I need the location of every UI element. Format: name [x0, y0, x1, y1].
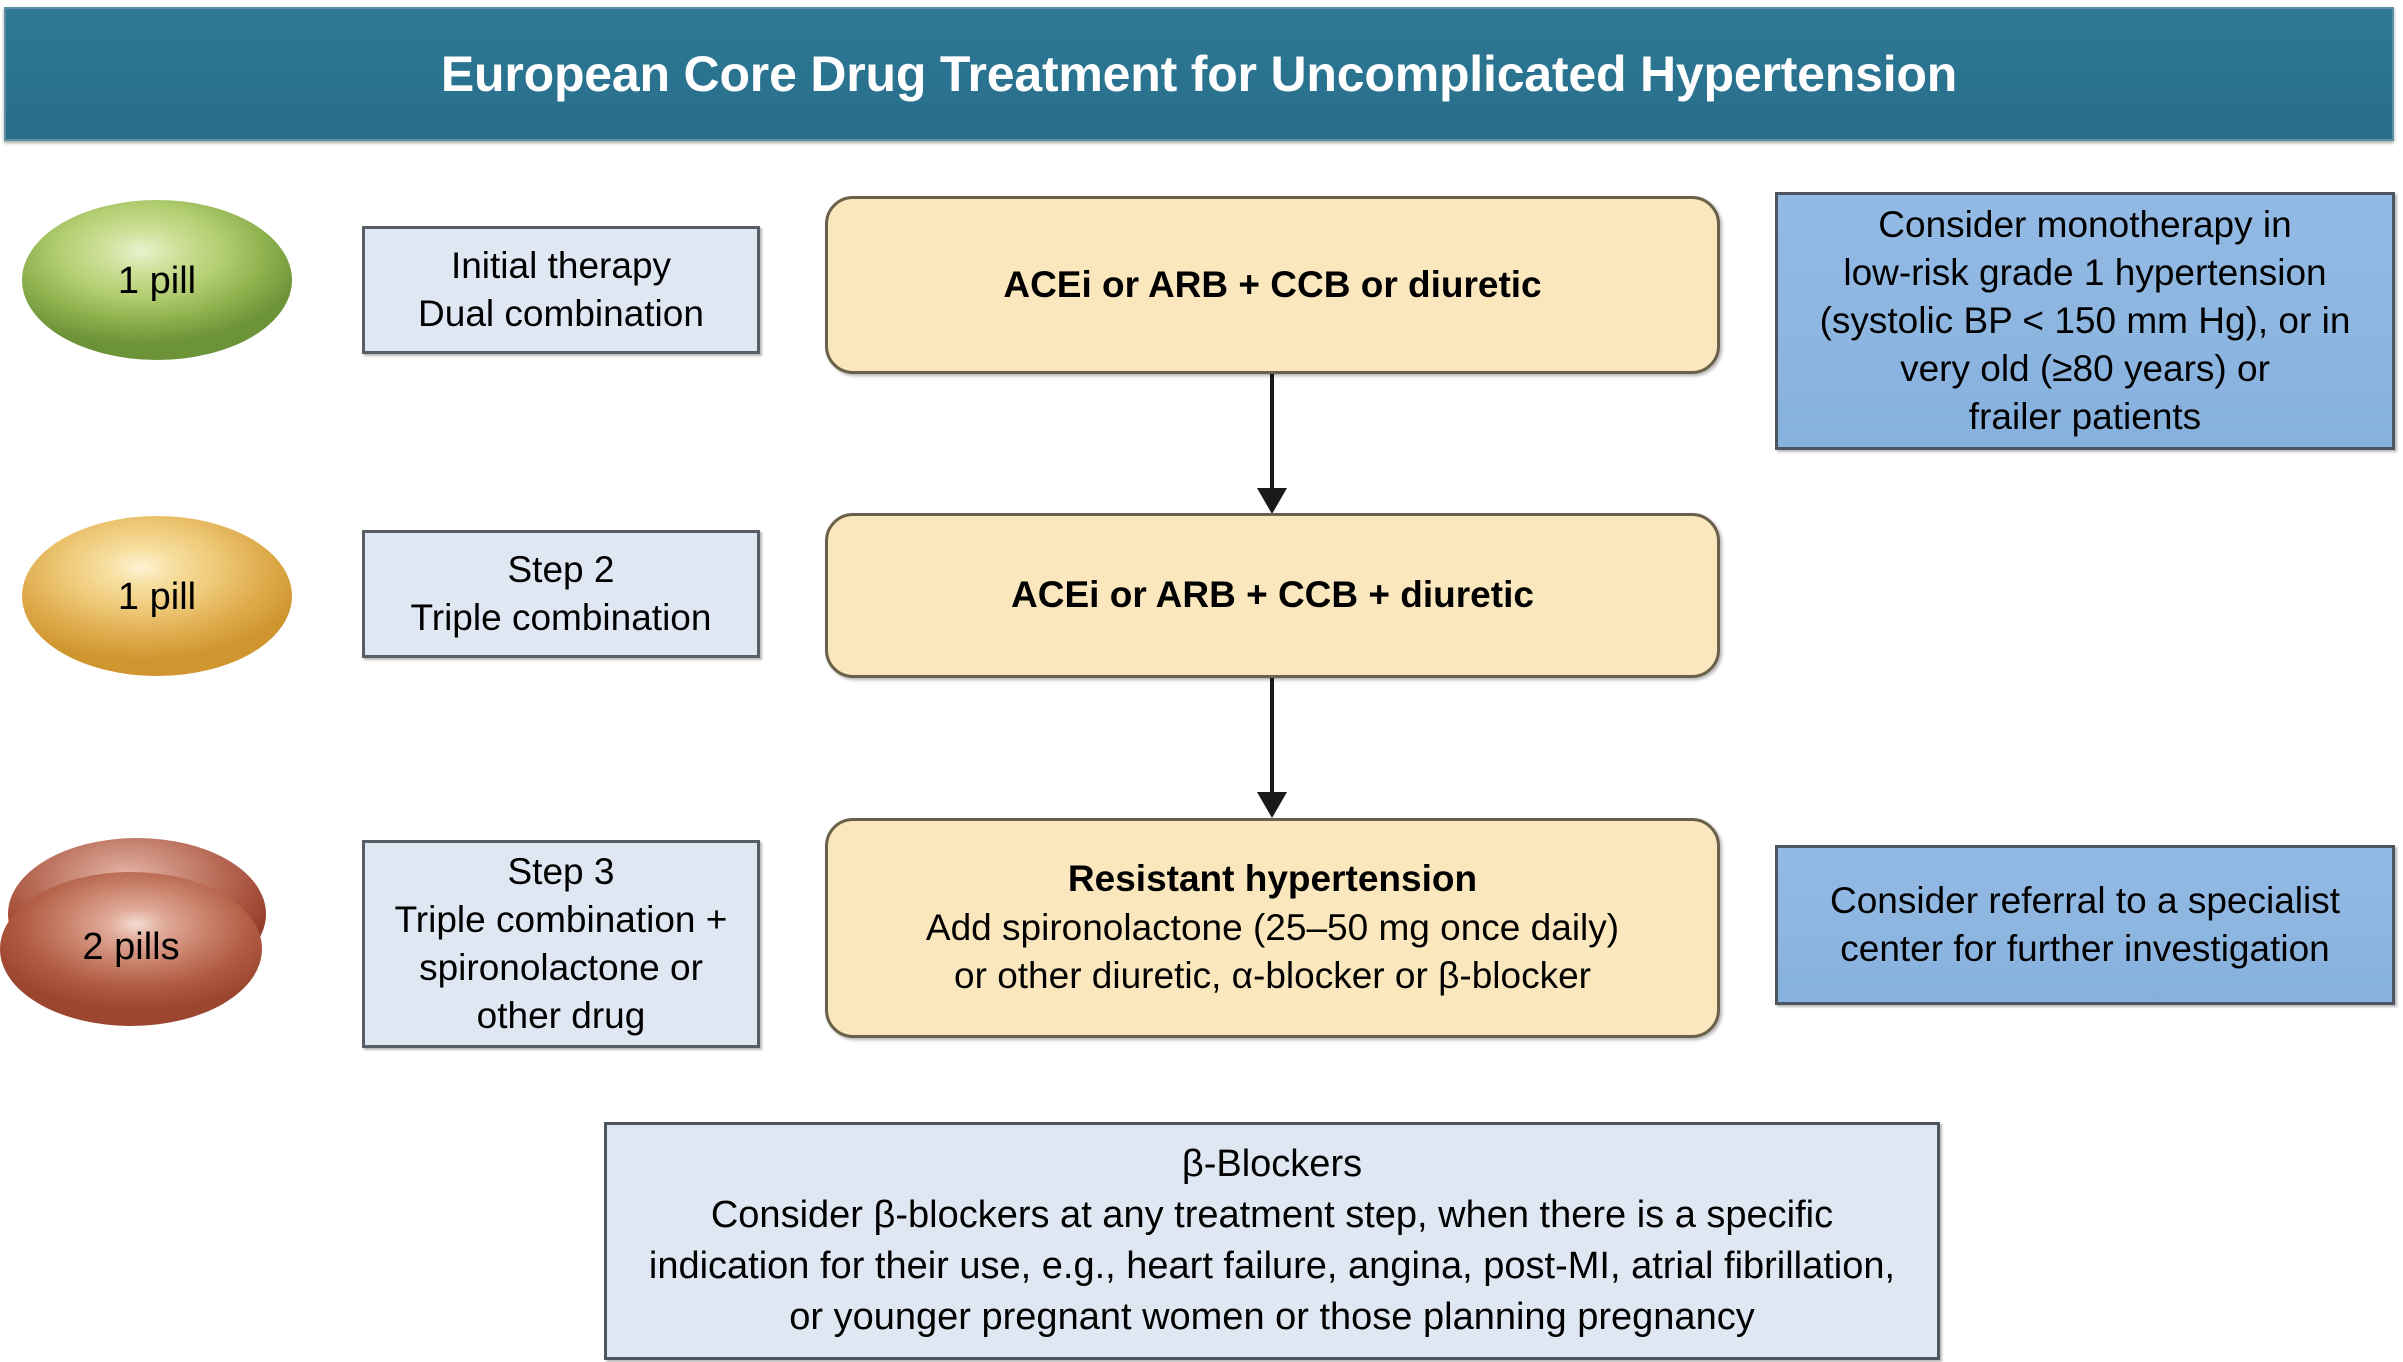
- beta-blockers-box: β-Blockers Consider β-blockers at any tr…: [604, 1122, 1940, 1360]
- beta-blockers-line: indication for their use, e.g., heart fa…: [648, 1245, 1896, 1287]
- arrow-head: [1257, 488, 1287, 514]
- note-line: (systolic BP < 150 mm Hg), or in: [1819, 299, 2351, 341]
- arrow-shaft: [1270, 678, 1274, 794]
- treatment-box-row-2: ACEi or ARB + CCB + diuretic: [825, 513, 1720, 678]
- diagram-title-banner: European Core Drug Treatment for Uncompl…: [4, 7, 2394, 141]
- note-line: Consider referral to a specialist: [1830, 879, 2340, 921]
- arrow-step1-to-step2: [1252, 374, 1292, 514]
- arrow-shaft: [1270, 374, 1274, 490]
- step-label-line: Step 2: [507, 548, 615, 590]
- treatment-line: ACEi or ARB + CCB + diuretic: [1011, 574, 1534, 616]
- step-label-box-row-2: Step 2 Triple combination: [362, 530, 760, 658]
- treatment-line: or other diuretic, α-blocker or β-blocke…: [954, 955, 1591, 997]
- beta-blockers-heading: β-Blockers: [1181, 1143, 1363, 1186]
- beta-blockers-line: or younger pregnant women or those plann…: [789, 1295, 1755, 1338]
- step-label-line: Step 3: [507, 850, 615, 892]
- beta-blockers-line: Consider β-blockers at any treatment ste…: [710, 1194, 1834, 1237]
- note-box-specialist-referral: Consider referral to a specialist center…: [1775, 845, 2395, 1005]
- note-line: very old (≥80 years) or: [1900, 348, 2270, 390]
- pill-label-row-3: 2 pills: [82, 926, 180, 968]
- pill-label-row-1: 1 pill: [117, 260, 197, 302]
- pill-label-row-2: 1 pill: [117, 576, 197, 618]
- pill-group-row-3: 2 pills: [0, 838, 300, 1028]
- treatment-box-row-3: Resistant hypertension Add spironolacton…: [825, 818, 1720, 1038]
- note-line: Consider monotherapy in: [1878, 203, 2292, 245]
- pill-icon-red-front: [0, 872, 262, 1026]
- step-label-box-row-1: Initial therapy Dual combination: [362, 226, 760, 354]
- arrow-step2-to-step3: [1252, 678, 1292, 818]
- note-line: frailer patients: [1968, 396, 2202, 438]
- pill-icon-green: [22, 200, 292, 360]
- arrow-head: [1257, 792, 1287, 818]
- treatment-line: Add spironolactone (25–50 mg once daily): [925, 906, 1620, 948]
- pill-group-row-1: 1 pill: [22, 200, 292, 360]
- treatment-line: ACEi or ARB + CCB or diuretic: [1003, 263, 1542, 305]
- step-label-line: Dual combination: [418, 293, 704, 334]
- note-box-monotherapy: Consider monotherapy in low-risk grade 1…: [1775, 192, 2395, 450]
- pill-group-row-2: 1 pill: [22, 516, 292, 676]
- treatment-box-row-1: ACEi or ARB + CCB or diuretic: [825, 196, 1720, 374]
- step-label-line: spironolactone or: [419, 947, 703, 988]
- step-label-line: other drug: [476, 995, 646, 1037]
- page-title: European Core Drug Treatment for Uncompl…: [440, 46, 1958, 102]
- note-line: center for further investigation: [1840, 928, 2330, 969]
- step-label-line: Initial therapy: [450, 244, 672, 286]
- treatment-heading: Resistant hypertension: [1067, 857, 1478, 899]
- pill-icon-orange: [22, 516, 292, 676]
- step-label-line: Triple combination +: [394, 898, 728, 940]
- step-label-box-row-3: Step 3 Triple combination + spironolacto…: [362, 840, 760, 1048]
- note-line: low-risk grade 1 hypertension: [1843, 251, 2327, 293]
- step-label-line: Triple combination: [410, 597, 712, 638]
